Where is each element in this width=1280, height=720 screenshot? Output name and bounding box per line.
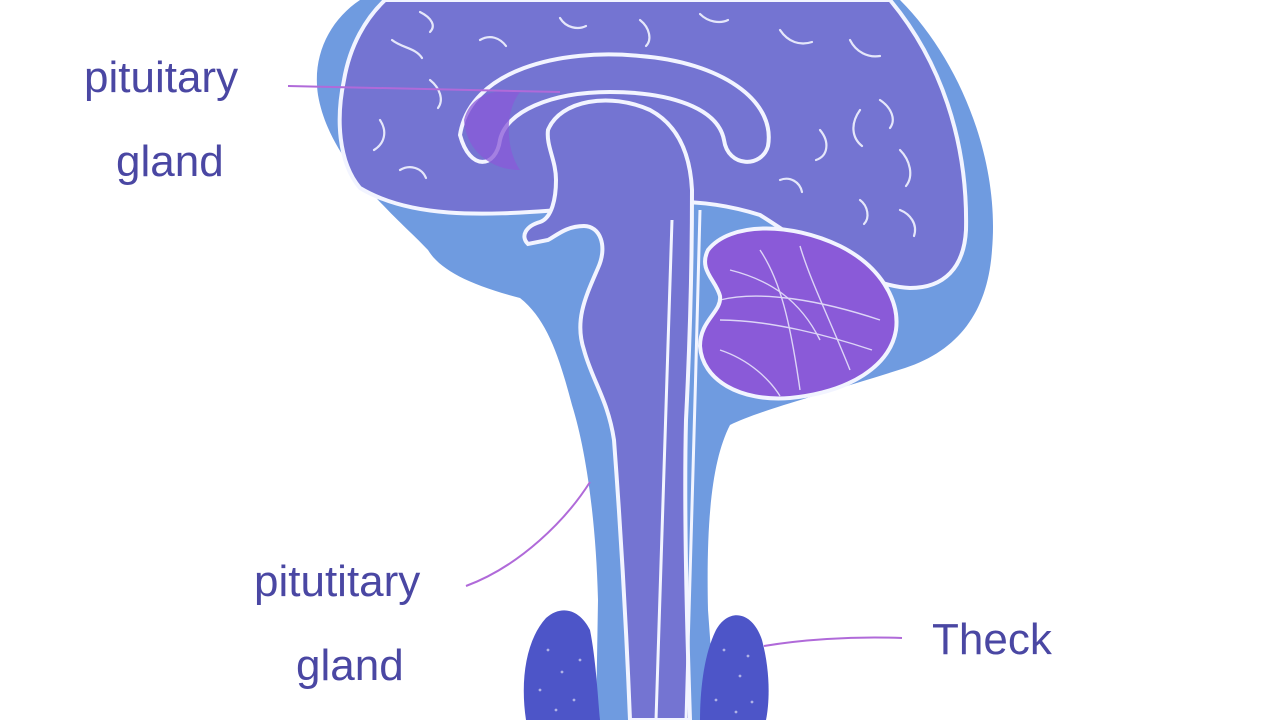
thyroid-shape-right bbox=[700, 615, 769, 720]
brainstem-shape bbox=[522, 98, 695, 720]
thyroid-texture-dots bbox=[538, 648, 754, 714]
label-pituitary-gland-top-line2: gland bbox=[116, 137, 224, 186]
leader-line-top bbox=[287, 85, 561, 93]
label-pituitary-gland-top-line1: pituitary bbox=[84, 53, 239, 102]
cerebellum-folia bbox=[719, 245, 881, 397]
label-pituitary-gland-middle-line2: gland bbox=[296, 641, 404, 690]
leader-line-middle bbox=[465, 481, 591, 587]
label-pituitary-gland-middle-line1: pitutitary bbox=[254, 557, 421, 606]
thyroid-shape bbox=[523, 610, 600, 720]
cortical-sulci bbox=[372, 10, 917, 238]
label-theck: Theck bbox=[932, 615, 1052, 664]
lateral-ventricle-shape bbox=[464, 91, 520, 170]
leader-line-right bbox=[763, 636, 903, 647]
spinal-cord-lines bbox=[654, 209, 702, 720]
cerebellum-shape bbox=[697, 226, 899, 401]
